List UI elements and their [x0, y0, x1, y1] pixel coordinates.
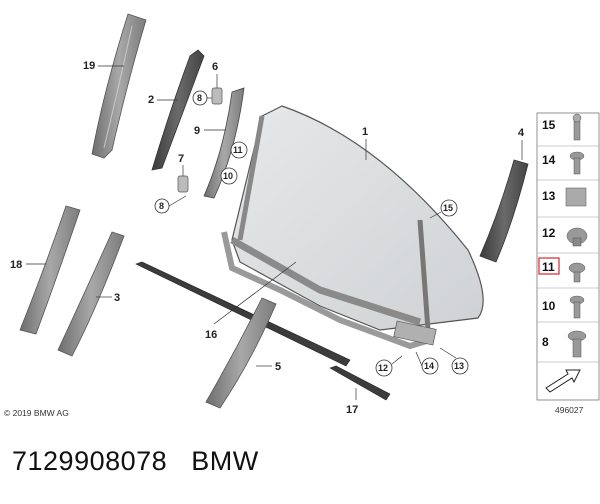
brand-name: BMW	[191, 446, 259, 476]
svg-text:8: 8	[197, 93, 202, 103]
circled-callout-14-bottom: 14	[415, 351, 439, 375]
svg-text:13: 13	[454, 361, 464, 371]
callout-19: 19	[83, 60, 124, 72]
parts-diagram: 19 2 6 8 9 11 10 7 8	[4, 13, 600, 418]
side-item-11-highlighted: 11	[538, 257, 586, 283]
svg-text:6: 6	[212, 61, 218, 73]
svg-text:8: 8	[542, 335, 549, 349]
callout-1: 1	[362, 126, 368, 160]
circled-callout-8-top: 8	[192, 90, 212, 106]
part-18-trim: 18	[10, 205, 81, 335]
svg-text:13: 13	[542, 189, 556, 203]
part-17-strip: 17	[329, 365, 391, 416]
callout-2: 2	[148, 94, 178, 106]
svg-text:19: 19	[83, 60, 95, 72]
part-16-seal-strip: 16	[135, 261, 351, 367]
svg-text:11: 11	[233, 145, 243, 155]
svg-text:7: 7	[178, 153, 184, 165]
part-3-trim: 3	[57, 231, 125, 357]
circled-callout-13-bottom: 13	[439, 347, 469, 375]
part-7-clip: 7	[177, 153, 189, 193]
svg-text:15: 15	[443, 203, 453, 213]
side-item-14: 14	[542, 151, 585, 175]
footer-caption: 7129908078 BMW	[12, 446, 259, 477]
part-6-clip: 6	[211, 61, 223, 105]
svg-text:1: 1	[362, 126, 368, 138]
svg-text:5: 5	[275, 361, 281, 373]
svg-text:11: 11	[542, 260, 555, 274]
side-item-13: 13	[542, 187, 587, 207]
fastener-side-panel: 15 14 13 12 11 10 8	[536, 112, 600, 401]
copyright-text: © 2019 BMW AG	[4, 408, 69, 418]
reference-code: 496027	[555, 405, 584, 415]
circled-callout-15: 15	[429, 199, 458, 219]
svg-text:18: 18	[10, 259, 22, 271]
part-number: 7129908078	[12, 446, 168, 476]
side-panel-arrow-icon	[545, 369, 581, 393]
svg-text:9: 9	[194, 125, 200, 137]
circled-callout-11-left: 11	[230, 141, 248, 159]
side-item-8: 8	[542, 330, 587, 358]
svg-text:14: 14	[542, 153, 556, 167]
part-4-b-pillar-trim: 4	[479, 127, 529, 263]
circled-callout-12-bottom: 12	[375, 355, 403, 377]
part-19-pillar-trim	[91, 13, 147, 159]
svg-text:10: 10	[542, 299, 556, 313]
svg-text:12: 12	[542, 226, 556, 240]
svg-text:14: 14	[424, 361, 434, 371]
part-5-trim: 5	[205, 297, 281, 409]
svg-text:8: 8	[159, 201, 164, 211]
svg-text:4: 4	[518, 127, 525, 139]
svg-text:15: 15	[542, 118, 556, 132]
side-item-12: 12	[542, 226, 588, 247]
svg-text:3: 3	[114, 292, 120, 304]
svg-text:16: 16	[205, 329, 217, 341]
circled-callout-8-lower: 8	[154, 195, 187, 214]
side-item-15: 15	[542, 113, 582, 141]
part-2-seal	[151, 49, 205, 171]
part-1-door-glass	[221, 105, 484, 350]
svg-text:2: 2	[148, 94, 154, 106]
side-item-10: 10	[542, 295, 585, 319]
part-9-guide-rail: 9	[194, 87, 245, 199]
svg-text:10: 10	[223, 171, 233, 181]
svg-text:12: 12	[378, 363, 388, 373]
svg-text:17: 17	[346, 404, 358, 416]
circled-callout-10: 10	[220, 167, 238, 185]
